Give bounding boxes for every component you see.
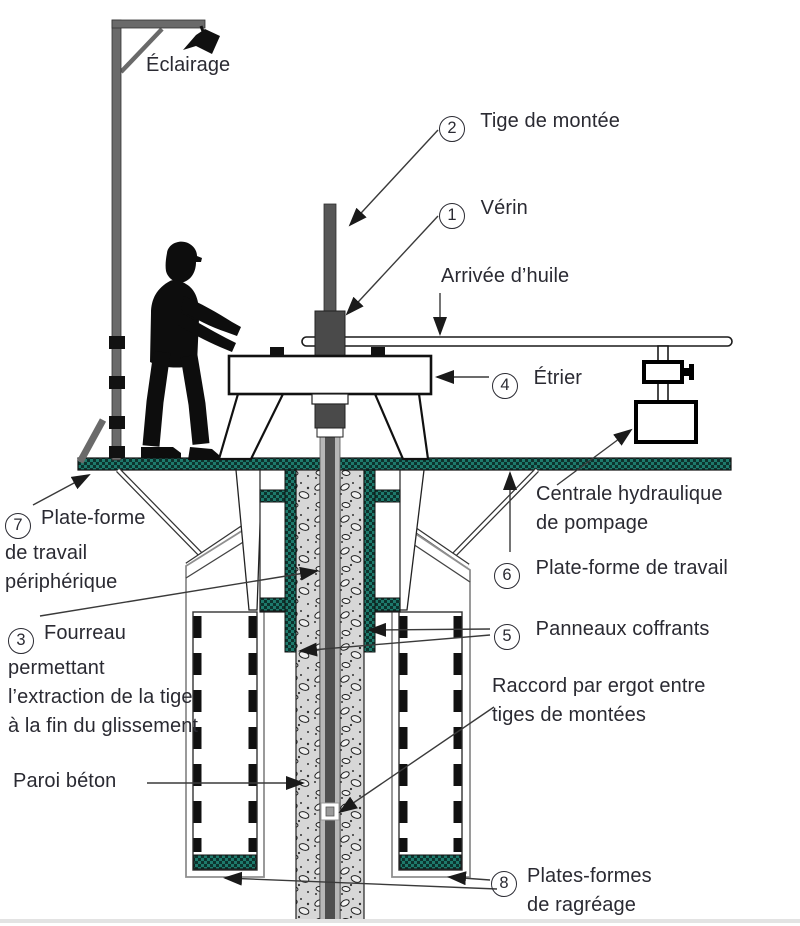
callout-number-4: 4 — [492, 373, 518, 399]
form-panel-left — [284, 469, 297, 653]
scaffold-right — [391, 516, 471, 878]
walkway-bracket-right — [371, 469, 401, 613]
finishing-deck-left — [193, 854, 257, 870]
leader-tige-de-montee — [348, 129, 439, 227]
rod-joint-ergot — [320, 802, 340, 821]
label-etrier: 4 Étrier — [492, 364, 582, 399]
yoke-etrier — [227, 354, 433, 396]
walkway-bracket-left — [259, 469, 289, 613]
callout-number-3: 3 — [8, 628, 34, 654]
worker-silhouette — [141, 241, 241, 460]
leader-centrale-hydraulique — [556, 428, 633, 486]
work-light-icon — [183, 29, 220, 54]
pump-unit — [634, 360, 698, 444]
callout-number-8: 8 — [491, 871, 517, 897]
leader-panneaux-coffrants-1 — [367, 622, 491, 637]
scaffold-left — [185, 515, 265, 878]
label-paroi-beton: Paroi béton — [13, 770, 117, 792]
railing-cleats — [109, 336, 125, 458]
jack-lower-body — [314, 403, 346, 429]
climbing-rod-lower — [325, 437, 335, 921]
label-plateforme-travail: 6 Plate-forme de travail — [494, 554, 728, 589]
oil-supply-pipe — [301, 336, 733, 347]
leader-plateforme-peripherique — [32, 474, 91, 506]
yoke-tab-right — [371, 347, 385, 356]
leader-ragreage-right — [447, 871, 491, 886]
callout-number-5: 5 — [494, 624, 520, 650]
leader-raccord-ergot — [338, 706, 495, 814]
concrete-wall-left — [295, 469, 321, 922]
pump-tank-icon — [634, 400, 698, 444]
page-bottom-edge — [0, 919, 800, 923]
label-centrale-hydraulique: Centrale hydraulique de pompage — [536, 483, 723, 534]
leader-fourreau — [39, 566, 319, 617]
jack-collar — [311, 393, 349, 405]
callout-number-6: 6 — [494, 563, 520, 589]
finishing-deck-right — [399, 854, 462, 870]
lamp-post — [111, 19, 220, 461]
callout-number-7: 7 — [5, 513, 31, 539]
yoke-tab-left — [270, 347, 284, 356]
jack-rod-band — [316, 427, 344, 438]
pump-motor-icon — [642, 360, 684, 384]
leader-ragreage-left — [223, 871, 498, 890]
label-verin: 1 Vérin — [439, 194, 528, 229]
leader-lines — [32, 129, 633, 890]
yoke-leg-left — [217, 392, 285, 461]
leader-panneaux-coffrants-2 — [298, 634, 491, 657]
leader-verin — [345, 215, 439, 316]
callout-number-1: 1 — [439, 203, 465, 229]
climbing-rod-upper — [323, 203, 337, 313]
leg-post-left — [235, 469, 263, 611]
hydraulic-jack-verin — [314, 310, 346, 359]
form-panel-right — [363, 469, 376, 653]
label-eclairage: Éclairage — [146, 54, 231, 76]
yoke-leg-right — [373, 392, 430, 461]
platform-edge-strut — [76, 418, 107, 464]
label-tige-de-montee: 2 Tige de montée — [439, 107, 620, 142]
concrete-wall-right — [339, 469, 365, 922]
label-panneaux-coffrants: 5 Panneaux coffrants — [494, 615, 709, 650]
callout-number-2: 2 — [439, 116, 465, 142]
label-raccord-ergot: Raccord par ergot entre tiges de montées — [492, 675, 706, 726]
label-arrivee-huile: Arrivée d’huile — [441, 265, 570, 287]
